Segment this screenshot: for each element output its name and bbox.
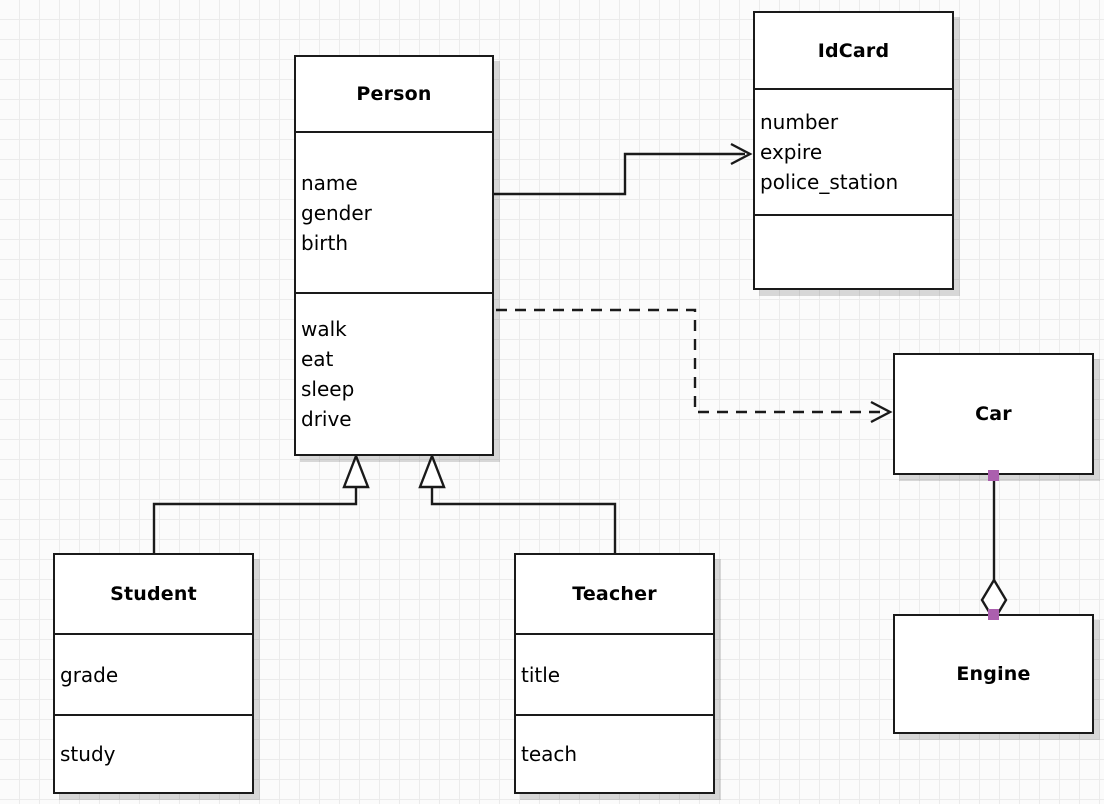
association-person-idcard[interactable] [494,142,753,196]
class-name-person: Person [356,83,432,105]
generalization-student-person[interactable] [152,452,370,553]
attribute-item: number [760,110,839,134]
class-box-engine[interactable]: Engine [893,614,1094,734]
hollow-triangle-icon [342,452,370,489]
methods-compartment-teacher: teach [516,714,713,792]
method-item: eat [301,347,334,371]
method-item: study [60,742,116,766]
methods-compartment-person: walk eat sleep drive [296,292,492,454]
class-name-teacher: Teacher [572,583,657,605]
aggregation-car-engine[interactable] [980,475,1008,623]
class-name-student: Student [110,583,197,605]
attribute-item: birth [301,230,348,255]
edge-handle-engine-end[interactable] [988,609,999,620]
class-box-teacher[interactable]: Teacher title teach [514,553,715,794]
methods-compartment-idcard [755,214,952,288]
attribute-item: gender [301,200,372,225]
class-box-idcard[interactable]: IdCard number expire police_station [753,11,954,290]
dependency-person-car[interactable] [496,308,893,424]
class-name-idcard: IdCard [817,39,890,62]
attribute-item: name [301,170,358,195]
generalization-teacher-person[interactable] [418,452,617,553]
class-name-engine: Engine [956,663,1031,685]
hollow-triangle-icon [418,452,446,489]
method-item: walk [301,317,347,341]
attribute-item: title [521,662,561,687]
method-item: sleep [301,377,355,401]
attribute-item: expire [760,140,823,164]
methods-compartment-student: study [55,714,252,792]
method-item: drive [301,407,352,431]
class-name-car: Car [975,403,1012,425]
attributes-compartment-student: grade [55,633,252,714]
class-box-person[interactable]: Person name gender birth walk eat sleep … [294,55,494,456]
class-box-car[interactable]: Car [893,353,1094,475]
open-arrowhead-icon [870,400,893,424]
open-arrowhead-icon [730,142,753,166]
method-item: teach [521,742,578,766]
attribute-item: grade [60,662,119,687]
attributes-compartment-person: name gender birth [296,131,492,292]
edge-handle-car-end[interactable] [988,470,999,481]
attribute-item: police_station [760,170,899,194]
attributes-compartment-teacher: title [516,633,713,714]
class-box-student[interactable]: Student grade study [53,553,254,794]
attributes-compartment-idcard: number expire police_station [755,88,952,214]
